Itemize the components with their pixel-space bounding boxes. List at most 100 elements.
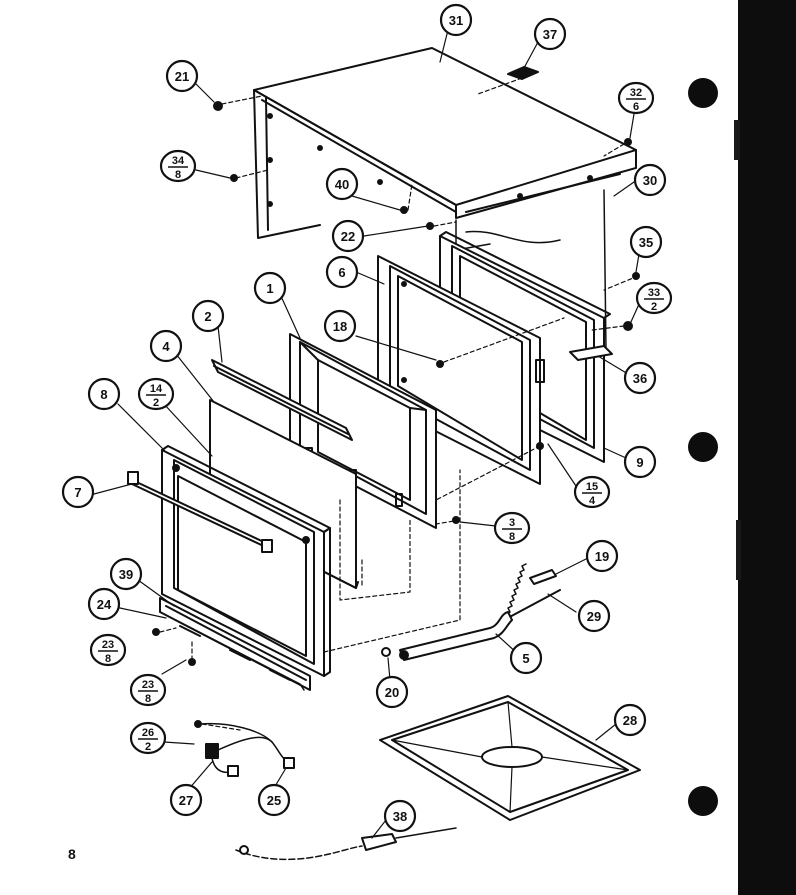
callout-18: 18 <box>323 309 357 343</box>
outer-cabinet <box>253 47 637 239</box>
callout-1: 1 <box>253 271 287 305</box>
callout-number: 20 <box>385 685 399 700</box>
callout-35: 35 <box>629 225 663 259</box>
callout-number: 6 <box>338 265 345 280</box>
hinge-rail <box>159 611 305 691</box>
page-number: 8 <box>68 846 76 862</box>
scan-speck <box>734 120 740 160</box>
callout-number: 28 <box>623 713 637 728</box>
callout-number: 40 <box>335 177 349 192</box>
callout-14: 214 <box>137 377 175 411</box>
callout-2: 2 <box>191 299 225 333</box>
callout-quantity: 2 <box>651 301 657 313</box>
glass-strip <box>211 359 353 441</box>
callout-number: 2 <box>204 309 211 324</box>
callout-number: 7 <box>74 485 81 500</box>
callout-5: 5 <box>509 641 543 675</box>
outer-door <box>159 445 331 691</box>
callout-31: 31 <box>439 3 473 37</box>
callout-34: 834 <box>159 149 197 183</box>
scan-speck <box>736 520 741 580</box>
callout-quantity: 4 <box>589 495 596 507</box>
callout-40: 40 <box>325 167 359 201</box>
callout-number: 33 <box>648 287 660 299</box>
door-handle <box>127 471 273 553</box>
callout-number: 23 <box>142 679 154 691</box>
temperature-probe <box>235 827 457 861</box>
callout-33: 233 <box>635 281 673 315</box>
callout-24: 24 <box>87 587 121 621</box>
callout-number: 3 <box>509 517 515 529</box>
callout-quantity: 6 <box>633 101 639 113</box>
callout-number: 8 <box>100 387 107 402</box>
door-arm <box>399 611 513 661</box>
punch-hole-top <box>688 78 718 108</box>
callout-26: 226 <box>129 721 167 755</box>
inner-door-panel <box>377 255 545 485</box>
door-switch-harness <box>199 722 295 777</box>
door-spring <box>503 563 561 621</box>
callout-number: 5 <box>522 651 529 666</box>
callout-number: 39 <box>119 567 133 582</box>
callout-number: 23 <box>102 639 114 651</box>
callout-number: 38 <box>393 809 407 824</box>
spring-clip <box>529 569 557 585</box>
callout-number: 25 <box>267 793 281 808</box>
callout-quantity: 8 <box>175 169 181 181</box>
callout-number: 37 <box>543 27 557 42</box>
callout-28: 28 <box>613 703 647 737</box>
callout-number: 22 <box>341 229 355 244</box>
punch-hole-bottom <box>688 786 718 816</box>
callout-number: 26 <box>142 727 154 739</box>
callout-number: 32 <box>630 87 642 99</box>
callout-number: 1 <box>266 281 273 296</box>
callout-number: 27 <box>179 793 193 808</box>
callout-15: 415 <box>573 475 611 509</box>
callout-39: 39 <box>109 557 143 591</box>
callout-32: 632 <box>617 81 655 115</box>
scan-edge-shadow <box>738 0 796 895</box>
callout-number: 15 <box>586 481 598 493</box>
callout-22: 22 <box>331 219 365 253</box>
oven-tray <box>379 695 641 821</box>
callout-8: 8 <box>87 377 121 411</box>
callout-number: 35 <box>639 235 653 250</box>
callout-36: 36 <box>623 361 657 395</box>
callout-quantity: 8 <box>105 653 111 665</box>
callout-23a: 823 <box>89 633 127 667</box>
callout-number: 14 <box>150 383 163 395</box>
callout-number: 36 <box>633 371 647 386</box>
callout-23b: 823 <box>129 673 167 707</box>
callout-number: 34 <box>172 155 185 167</box>
callout-quantity: 2 <box>145 741 151 753</box>
callout-number: 30 <box>643 173 657 188</box>
callout-number: 4 <box>162 339 170 354</box>
assembly-lines <box>159 77 639 731</box>
callout-37: 37 <box>533 17 567 51</box>
callout-number: 29 <box>587 609 601 624</box>
callout-19: 19 <box>585 539 619 573</box>
callout-number: 21 <box>175 69 189 84</box>
callout-number: 19 <box>595 549 609 564</box>
callout-29: 29 <box>577 599 611 633</box>
callout-7: 7 <box>61 475 95 509</box>
callout-27: 27 <box>169 783 203 817</box>
callout-21: 21 <box>165 59 199 93</box>
callout-quantity: 2 <box>153 397 159 409</box>
callout-quantity: 8 <box>145 693 151 705</box>
callout-38: 38 <box>383 799 417 833</box>
callout-25: 25 <box>257 783 291 817</box>
punch-hole-middle <box>688 432 718 462</box>
callout-number: 24 <box>97 597 112 612</box>
callout-number: 9 <box>636 455 643 470</box>
callout-4: 4 <box>149 329 183 363</box>
callout-3: 83 <box>493 511 531 545</box>
callout-30: 30 <box>633 163 667 197</box>
callout-number: 18 <box>333 319 347 334</box>
callout-quantity: 8 <box>509 531 515 543</box>
callout-number: 31 <box>449 13 463 28</box>
callout-6: 6 <box>325 255 359 289</box>
